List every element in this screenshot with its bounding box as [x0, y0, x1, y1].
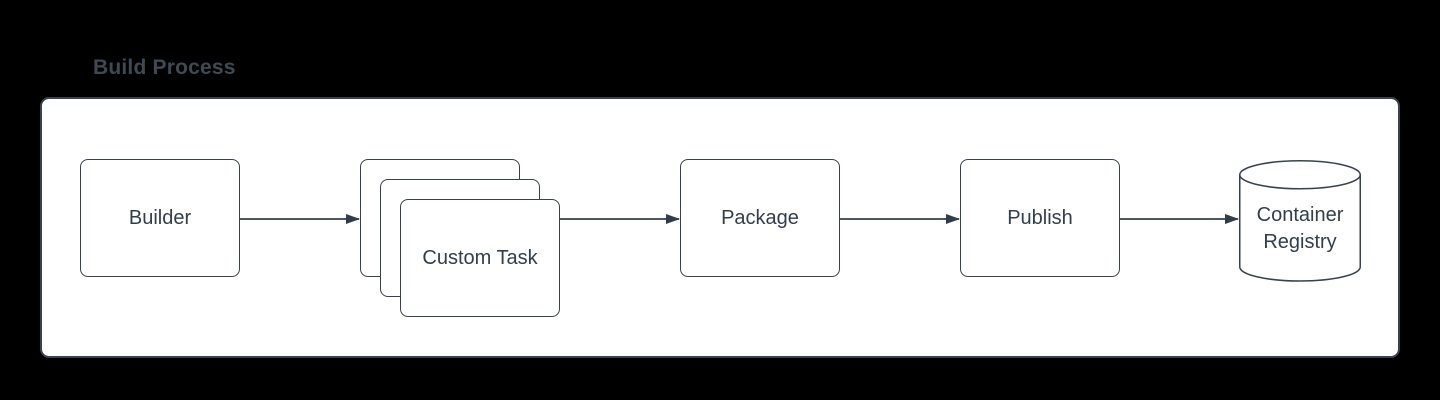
- node-container-registry-cylinder-shape: [1239, 160, 1361, 282]
- node-package: Package: [680, 159, 840, 277]
- node-builder: Builder: [80, 159, 240, 277]
- node-container-registry-label: Container Registry: [1256, 204, 1344, 253]
- node-publish: Publish: [960, 159, 1120, 277]
- node-custom-task: Custom Task: [400, 199, 560, 317]
- diagram-title: Build Process: [93, 56, 236, 79]
- node-builder-label: Builder: [128, 206, 192, 229]
- node-custom-task-label: Custom Task: [422, 246, 538, 269]
- node-container-registry: Container Registry: [1239, 187, 1361, 271]
- node-package-label: Package: [721, 206, 799, 229]
- node-publish-label: Publish: [1007, 206, 1073, 229]
